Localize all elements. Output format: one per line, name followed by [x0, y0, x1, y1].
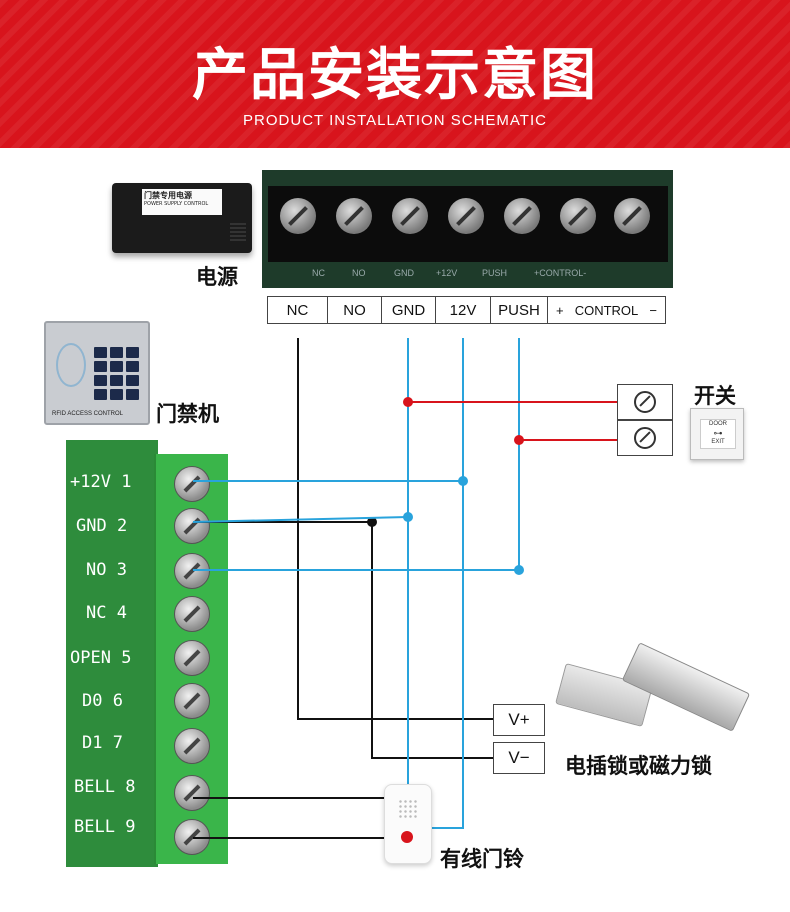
- exit-button-text-top: DOOR: [709, 421, 727, 427]
- junction-black: [367, 517, 377, 527]
- key: [94, 347, 107, 358]
- terminal-screw: [174, 775, 210, 811]
- terminal-screw: [174, 466, 210, 502]
- board-screw: [614, 198, 650, 234]
- power-supply-device-label: 门禁专用电源: [144, 191, 192, 200]
- board-label: NC: [312, 268, 325, 278]
- junction-red: [403, 397, 413, 407]
- header-banner: 产品安装示意图 PRODUCT INSTALLATION SCHEMATIC: [0, 0, 790, 148]
- wire-gnd-to-lock-vminus: [193, 521, 493, 759]
- board-screw: [504, 198, 540, 234]
- psu-terminal-nc: NC: [267, 296, 328, 324]
- terminal-screw: [174, 596, 210, 632]
- terminal-label: OPEN 5: [70, 648, 132, 668]
- lock-label: 电插锁或磁力锁: [565, 754, 712, 778]
- terminal-label: NO 3: [86, 560, 127, 580]
- control-label: CONTROL: [574, 302, 639, 318]
- board-label: +12V: [436, 268, 458, 278]
- board-label: GND: [394, 268, 414, 278]
- wire-psu-push: [193, 338, 520, 571]
- terminal-screw: [174, 508, 210, 544]
- switch-screw-icon: [634, 427, 656, 449]
- terminal-label: D0 6: [82, 691, 123, 711]
- control-minus: −: [649, 302, 657, 318]
- switch-terminal-2: [617, 420, 673, 456]
- junction-blue: [403, 512, 413, 522]
- power-supply-label: 电源: [196, 265, 238, 289]
- board-screw: [392, 198, 428, 234]
- terminal-screw: [174, 683, 210, 719]
- junction-red: [514, 435, 524, 445]
- key: [126, 375, 139, 386]
- rfid-icon: [56, 343, 86, 387]
- psu-terminal-no: NO: [327, 296, 382, 324]
- page-subtitle: PRODUCT INSTALLATION SCHEMATIC: [243, 112, 547, 129]
- exit-button-text-bottom: EXIT: [711, 439, 725, 445]
- power-supply-device-sublabel: POWER SUPPLY CONTROL: [144, 201, 209, 207]
- key: [110, 375, 123, 386]
- key: [94, 375, 107, 386]
- key: [110, 347, 123, 358]
- key: [94, 361, 107, 372]
- board-label: +CONTROL-: [534, 268, 587, 278]
- keypad-grid: [94, 347, 140, 400]
- key-icon: ⊶: [713, 428, 723, 438]
- control-plus: +: [556, 302, 564, 318]
- wire-controller-gnd: [192, 516, 409, 523]
- doorbell-logo-icon: [401, 831, 413, 843]
- key: [110, 361, 123, 372]
- access-controller-label: 门禁机: [156, 402, 219, 426]
- page-title: 产品安装示意图: [192, 43, 598, 108]
- doorbell-image: [384, 784, 432, 864]
- controller-board: [66, 440, 158, 867]
- exit-switch-label: 开关: [694, 384, 736, 408]
- psu-vent: [230, 223, 246, 243]
- terminal-label: GND 2: [76, 516, 128, 536]
- psu-terminal-push: PUSH: [490, 296, 548, 324]
- power-supply-nameplate: 门禁专用电源 POWER SUPPLY CONTROL: [142, 189, 222, 215]
- switch-screw-icon: [634, 391, 656, 413]
- terminal-screw: [174, 640, 210, 676]
- access-controller-device-text: RFID ACCESS CONTROL: [52, 411, 124, 417]
- psu-terminal-control: + CONTROL −: [547, 296, 666, 324]
- terminal-label: +12V 1: [70, 472, 132, 492]
- exit-button-face: DOOR ⊶ EXIT: [700, 419, 736, 449]
- board-screw: [560, 198, 596, 234]
- junction-blue: [458, 476, 468, 486]
- lock-terminal-vminus: V−: [493, 742, 545, 774]
- junction-blue: [514, 565, 524, 575]
- wire-nc-to-lock-vplus: [297, 338, 493, 720]
- key: [126, 347, 139, 358]
- board-screw: [448, 198, 484, 234]
- terminal-label: BELL 8: [74, 777, 136, 797]
- switch-terminal-1: [617, 384, 673, 420]
- doorbell-label: 有线门铃: [440, 847, 524, 871]
- lock-terminal-vplus: V+: [493, 704, 545, 736]
- key: [126, 361, 139, 372]
- psu-terminal-gnd: GND: [381, 296, 436, 324]
- lock-image: [555, 642, 751, 740]
- terminal-screw: [174, 728, 210, 764]
- terminal-label: BELL 9: [74, 817, 136, 837]
- board-label: NO: [352, 268, 366, 278]
- power-supply-image: 门禁专用电源 POWER SUPPLY CONTROL: [112, 183, 252, 253]
- key: [94, 389, 107, 400]
- key: [126, 389, 139, 400]
- exit-button-image: DOOR ⊶ EXIT: [690, 408, 744, 460]
- access-controller-image: RFID ACCESS CONTROL: [44, 321, 150, 425]
- terminal-label: NC 4: [86, 603, 127, 623]
- wire-psu-12v: [430, 338, 464, 829]
- board-screw: [280, 198, 316, 234]
- terminal-label: D1 7: [82, 733, 123, 753]
- key: [110, 389, 123, 400]
- speaker-grill: [398, 799, 418, 819]
- board-screw: [336, 198, 372, 234]
- board-label: PUSH: [482, 268, 508, 278]
